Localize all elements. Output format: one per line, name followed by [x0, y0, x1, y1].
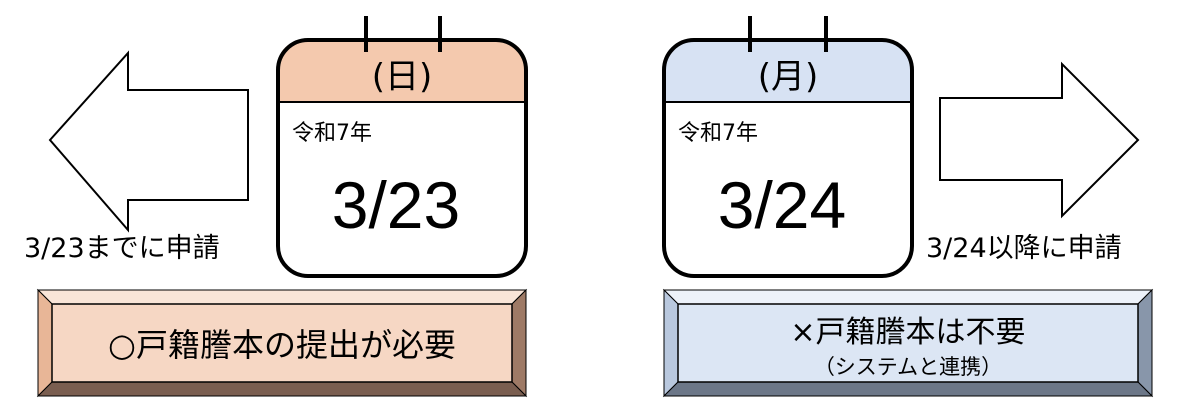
right-arrow-label: 3/24以降に申請: [926, 233, 1122, 264]
right-calendar-frame: [662, 38, 914, 278]
right-note-box: ×戸籍謄本は不要 （システムと連携）: [662, 288, 1154, 398]
right-calendar: (月) 令和7年 3/24: [662, 16, 914, 278]
left-arrow-icon: [48, 50, 249, 233]
left-calendar-frame: [276, 38, 528, 278]
left-note-box: ○戸籍謄本の提出が必要: [36, 288, 528, 398]
left-era: 令和7年: [292, 121, 372, 146]
left-note-face: [51, 303, 513, 383]
left-date: 3/23: [332, 168, 460, 242]
left-weekday: (日): [372, 57, 433, 97]
right-note-face: [677, 303, 1139, 383]
right-note-subtext: （システムと連携）: [814, 355, 1002, 379]
left-arrow-label: 3/23までに申請: [24, 233, 220, 264]
left-calendar: (日) 令和7年 3/23: [276, 16, 528, 278]
right-arrow-icon: [939, 61, 1140, 219]
right-era: 令和7年: [678, 121, 758, 146]
left-calendar-header: [278, 40, 526, 102]
right-weekday: (月): [758, 57, 819, 97]
right-date: 3/24: [718, 168, 846, 242]
right-calendar-header: [664, 40, 912, 102]
left-note-text: ○戸籍謄本の提出が必要: [108, 326, 456, 364]
right-note-text: ×戸籍謄本は不要: [790, 315, 1025, 350]
